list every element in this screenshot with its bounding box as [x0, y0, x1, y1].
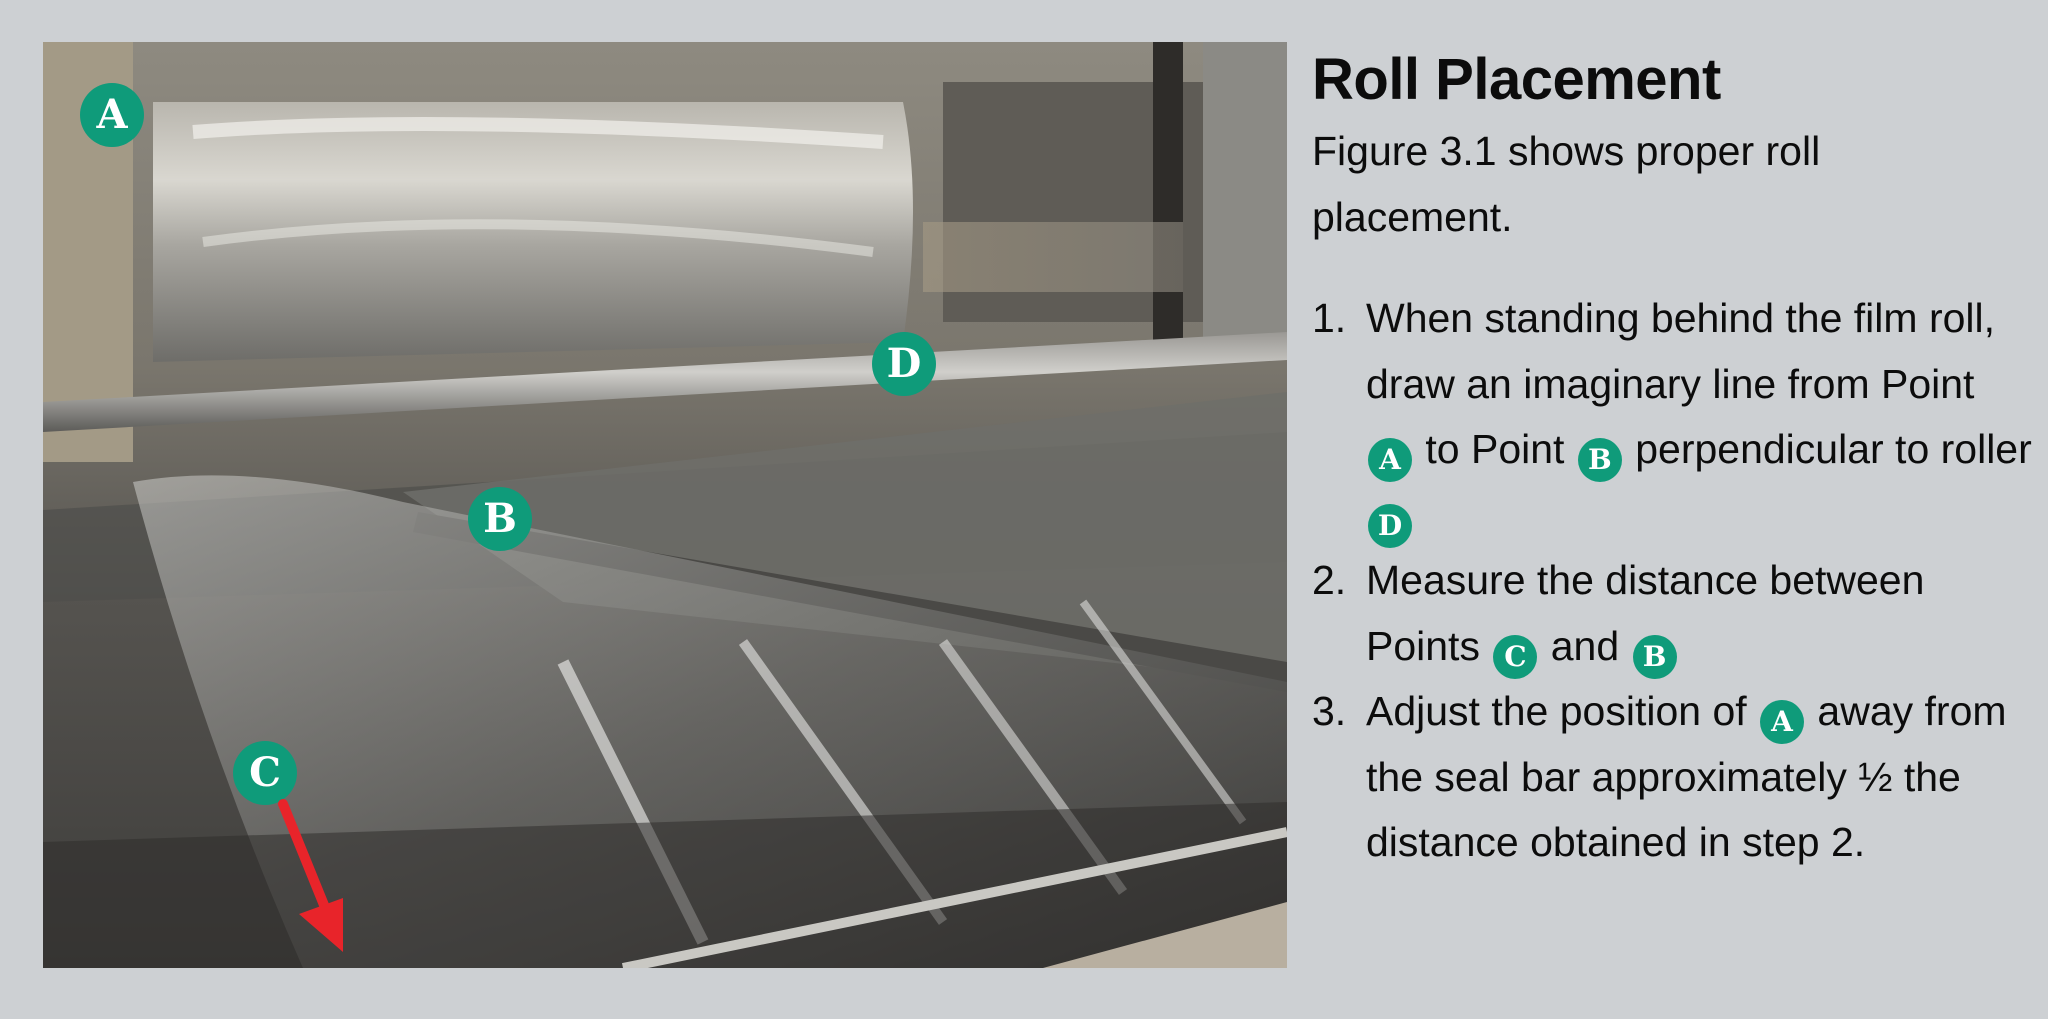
marker-b: B: [468, 487, 532, 551]
step-2: 2. Measure the distance between Points C…: [1312, 548, 2032, 679]
step-1: 1. When standing behind the film roll, d…: [1312, 286, 2032, 548]
marker-a-icon: A: [1368, 438, 1412, 482]
page-title: Roll Placement: [1312, 47, 1721, 112]
marker-a-icon: A: [1760, 700, 1805, 744]
step-text: away from the seal bar approximately ½ t…: [1366, 688, 2007, 865]
instructions-panel: Roll Placement Figure 3.1 shows proper r…: [1312, 42, 2032, 876]
marker-b-icon: B: [1577, 438, 1622, 482]
steps-list: 1. When standing behind the film roll, d…: [1312, 286, 2032, 876]
step-text: When standing behind the film roll, draw…: [1366, 295, 1996, 407]
marker-a: A: [80, 83, 144, 147]
step-3: 3. Adjust the position of A away from th…: [1312, 679, 2032, 876]
step-text: to Point: [1414, 426, 1576, 472]
step-text: perpendicular to roller: [1623, 426, 2032, 472]
intro-text: Figure 3.1 shows proper roll placement.: [1312, 128, 1821, 240]
marker-c-icon: C: [1493, 634, 1538, 679]
marker-d: D: [872, 332, 936, 396]
step-text: Measure the distance between Points: [1366, 557, 1925, 669]
marker-b-icon: B: [1632, 634, 1677, 679]
step-text: Adjust the position of: [1366, 688, 1759, 734]
marker-d-icon: D: [1368, 503, 1412, 548]
step-number: 3.: [1312, 688, 1347, 734]
step-number: 1.: [1312, 295, 1347, 341]
figure-3-1-photo: A B C D: [43, 42, 1287, 968]
step-number: 2.: [1312, 557, 1347, 603]
marker-c: C: [233, 741, 297, 805]
step-text: and: [1539, 622, 1631, 669]
roll-placement-photo: [43, 42, 1287, 968]
